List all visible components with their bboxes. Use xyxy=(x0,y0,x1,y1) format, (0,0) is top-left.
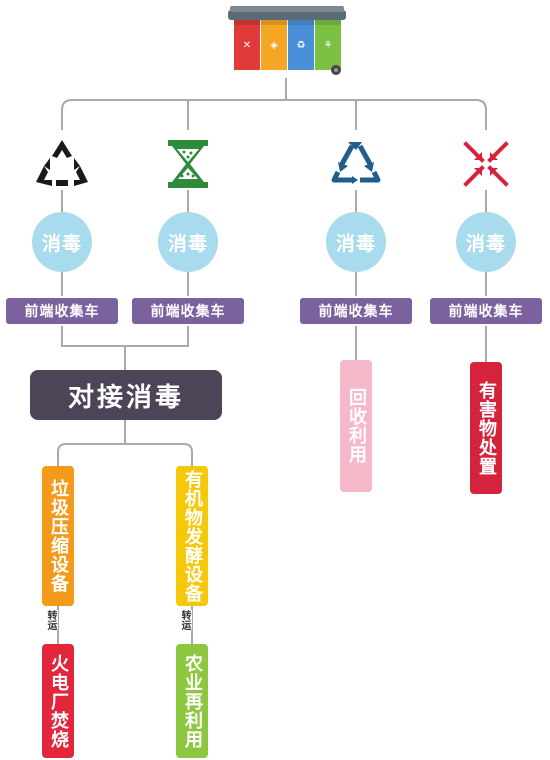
agricultural-reuse-box: 农业再利用 xyxy=(176,644,208,758)
recycle-black-icon xyxy=(36,140,88,186)
svg-text:⚘: ⚘ xyxy=(324,40,333,51)
disinfect-circle-1: 消毒 xyxy=(32,212,92,272)
front-collection-truck-2: 前端收集车 xyxy=(132,298,244,324)
recycle-blue-icon xyxy=(331,142,381,184)
organic-fermentation-box: 有机物发酵设备 xyxy=(176,466,208,606)
hourglass-green-icon xyxy=(168,140,208,188)
front-collection-truck-1: 前端收集车 xyxy=(6,298,118,324)
recycle-use-box: 回收利用 xyxy=(340,360,372,492)
hazard-disposal-box: 有害物处置 xyxy=(470,362,502,494)
svg-text:✕: ✕ xyxy=(243,40,251,51)
front-collection-truck-4: 前端收集车 xyxy=(430,298,542,324)
svg-text:◈: ◈ xyxy=(270,40,278,51)
disinfect-circle-4: 消毒 xyxy=(456,212,516,272)
waste-compression-box: 垃圾压缩设备 xyxy=(42,466,74,606)
dock-disinfection-box: 对接消毒 xyxy=(30,370,222,420)
transfer-label-1: 转运 xyxy=(42,610,58,630)
transfer-label-2: 转运 xyxy=(176,610,192,630)
disinfect-circle-3: 消毒 xyxy=(326,212,386,272)
front-collection-truck-3: 前端收集车 xyxy=(300,298,412,324)
garbage-bins-icon: ✕ ◈ ♻ ⚘ xyxy=(228,6,346,75)
svg-text:♻: ♻ xyxy=(297,40,306,51)
disinfect-circle-2: 消毒 xyxy=(158,212,218,272)
power-plant-incineration-box: 火电厂焚烧 xyxy=(42,644,74,758)
hazard-red-icon xyxy=(463,141,509,187)
